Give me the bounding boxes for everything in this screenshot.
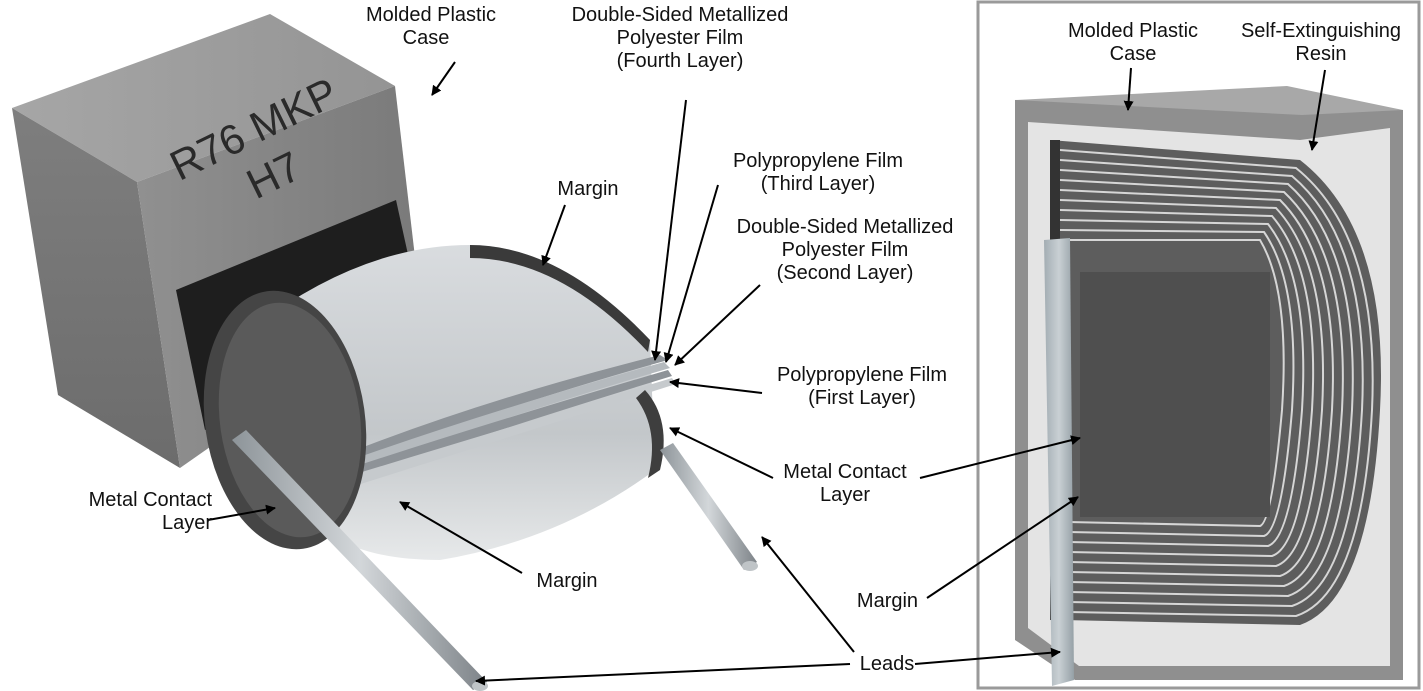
label-margin-top: Margin: [557, 178, 619, 200]
label-margin-right: Margin: [856, 590, 919, 612]
arrow-fourth-layer: [651, 99, 687, 361]
lead-left-tip: [472, 681, 488, 691]
label-polypropylene-third-layer: Polypropylene Film(Third Layer): [732, 150, 904, 195]
arrow-lead-left: [475, 663, 851, 686]
arrow-third-layer: [663, 184, 719, 363]
arrow-margin-bottom: [399, 501, 523, 574]
arrow-metal-contact-left: [207, 504, 276, 521]
case-front-face: [12, 108, 180, 468]
margin-top-edge: [470, 245, 650, 352]
arrow-rs-margin: [926, 496, 1079, 599]
arrow-rs-metal-contact: [919, 435, 1081, 479]
arrow-margin-top: [541, 204, 566, 266]
label-leads: Leads: [859, 653, 915, 675]
metal-contact-right-edge: [636, 390, 664, 478]
capacitor-roll: [203, 245, 676, 560]
arrow-first-layer: [669, 378, 763, 394]
film-layer-1: [342, 378, 676, 488]
lead-left: [232, 430, 487, 690]
label-margin-bottom: Margin: [536, 570, 598, 592]
case-top-face: [12, 14, 395, 182]
label-polypropylene-first-layer: Polypropylene Film(First Layer): [776, 364, 948, 409]
lead-right: [660, 443, 757, 570]
arrow-second-layer: [674, 284, 761, 366]
cs-core: [1080, 272, 1270, 517]
arrow-rs-resin: [1308, 69, 1326, 151]
arrow-rs-case: [1123, 67, 1134, 111]
lead-right-tip: [742, 561, 758, 571]
cross-section: [1015, 86, 1403, 686]
arrow-lead-right: [761, 536, 855, 653]
arrow-rs-lead: [914, 647, 1061, 665]
cs-lead: [1044, 238, 1074, 686]
film-layer-4: [330, 355, 668, 470]
cs-winding-lines: [1059, 149, 1374, 618]
arrow-case: [431, 61, 456, 96]
metal-contact-disc-rim: [218, 302, 362, 538]
arrow-metal-contact-right: [669, 427, 774, 479]
